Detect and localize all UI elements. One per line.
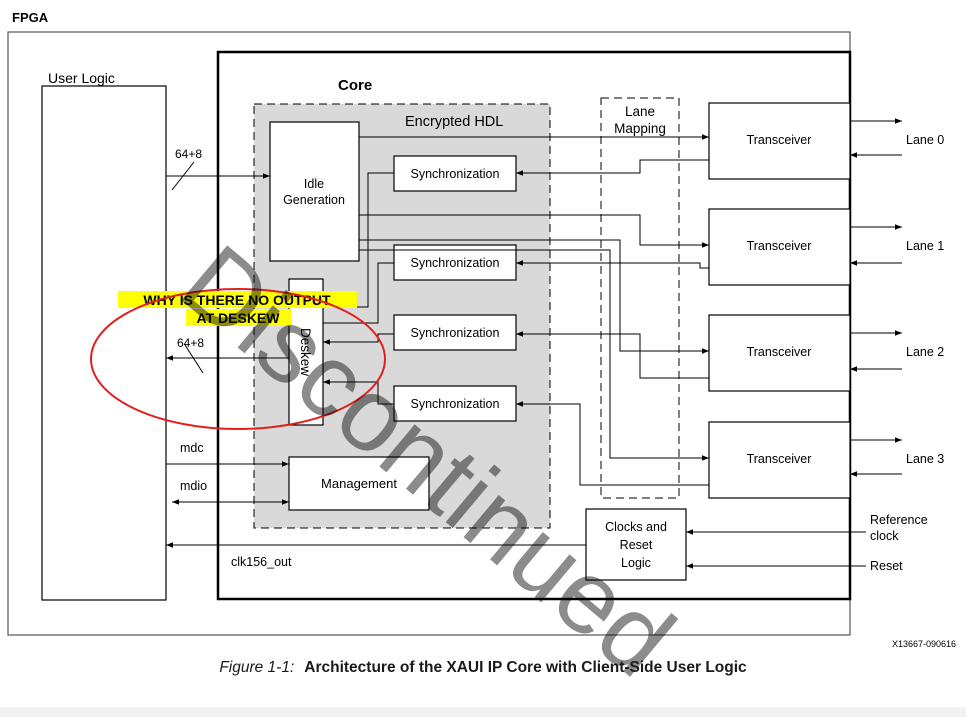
management-label: Management [321, 476, 397, 491]
transceiver-block-1 [708, 208, 851, 286]
clk156-out-label: clk156_out [231, 555, 292, 569]
reference-clock-label-2: clock [870, 529, 899, 543]
lane-io-arrows [850, 118, 902, 477]
lane-mapping-region [600, 97, 680, 499]
annotation-text-2: AT DESKEW [197, 310, 281, 326]
transceiver-block-0 [708, 102, 851, 180]
sync-block-0 [393, 155, 517, 192]
fpga-label: FPGA [12, 10, 49, 25]
figure-id: X13667-090616 [892, 639, 956, 649]
clocks-reset-label-1: Clocks and [605, 520, 667, 534]
clocks-reset-label-2: Reset [620, 538, 653, 552]
idle-generation-block [269, 121, 360, 262]
transceiver-block-3 [708, 421, 851, 499]
lane-mapping-label-1: Lane [625, 104, 655, 119]
lane-label-0: Lane 0 [906, 133, 944, 147]
transceiver-label-3: Transceiver [747, 452, 812, 466]
transceiver-label-0: Transceiver [747, 133, 812, 147]
core-label: Core [338, 77, 372, 94]
reset-label: Reset [870, 559, 903, 573]
transceiver-block-2 [708, 314, 851, 392]
sync-label-1: Synchronization [411, 256, 500, 270]
mdc-label: mdc [180, 441, 204, 455]
mdio-label: mdio [180, 479, 207, 493]
tx-data-path [166, 134, 709, 461]
idle-generation-label-1: Idle [304, 177, 324, 191]
clocks-reset-label-3: Logic [621, 556, 651, 570]
figure-number: Figure 1-1: [219, 659, 295, 676]
lane-label-2: Lane 2 [906, 345, 944, 359]
user-logic-label: User Logic [48, 70, 115, 86]
lane-label-3: Lane 3 [906, 452, 944, 466]
rx-data-path [166, 159, 709, 486]
reference-clock-label-1: Reference [870, 513, 928, 527]
rx-bus-width: 64+8 [177, 336, 204, 350]
figure-caption: Figure 1-1: Architecture of the XAUI IP C… [0, 659, 966, 677]
annotation-text-1: WHY IS THERE NO OUTPUT [143, 292, 331, 308]
user-logic-block [41, 85, 167, 601]
sync-label-0: Synchronization [411, 167, 500, 181]
management-block [288, 456, 430, 511]
clocks-reset-block [585, 508, 687, 581]
figure-title: Architecture of the XAUI IP Core with Cl… [304, 659, 747, 676]
transceiver-label-2: Transceiver [747, 345, 812, 359]
clock-reset-signals [166, 529, 866, 569]
sync-label-2: Synchronization [411, 326, 500, 340]
lane-label-1: Lane 1 [906, 239, 944, 253]
management-signals [166, 461, 289, 505]
tx-bus-width: 64+8 [175, 147, 202, 161]
lane-mapping-label-2: Mapping [614, 121, 666, 136]
transceiver-label-1: Transceiver [747, 239, 812, 253]
annotation-highlight-2 [186, 309, 291, 326]
page-bottom-strip [0, 707, 966, 717]
idle-generation-label-2: Generation [283, 193, 345, 207]
annotation-circle [90, 288, 386, 430]
sync-label-3: Synchronization [411, 397, 500, 411]
encrypted-hdl-label: Encrypted HDL [405, 114, 503, 130]
deskew-label: Deskew [298, 328, 313, 376]
